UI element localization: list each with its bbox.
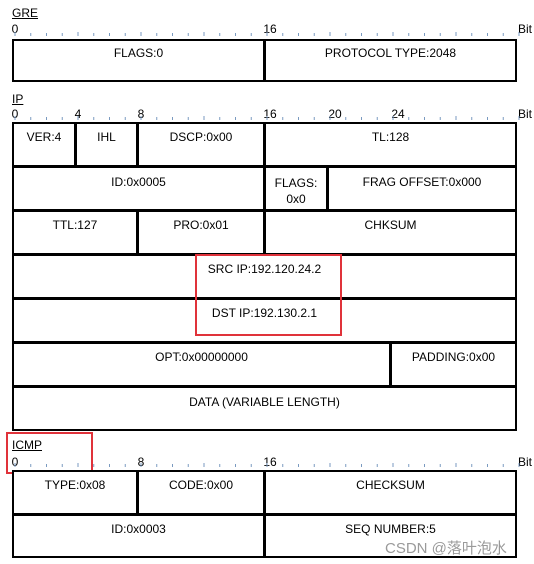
icmp-section-title: ICMP	[12, 438, 42, 452]
ip-field-chksum: CHKSUM	[364, 218, 417, 232]
ip-field-data: DATA (VARIABLE LENGTH)	[189, 395, 340, 409]
ip-field-ihl: IHL	[97, 130, 116, 144]
ip-field-dscp: DSCP:0x00	[169, 130, 233, 144]
ip-row-sep-5	[12, 341, 517, 344]
ip-row-sep-4	[12, 297, 517, 300]
icmp-field-seq-number: SEQ NUMBER:5	[345, 522, 436, 536]
icmp-divider-type-code	[136, 470, 139, 515]
ip-field-pro: PRO:0x01	[173, 218, 229, 232]
ip-divider-pro-chksum	[263, 210, 266, 255]
ip-ruler-label-4: 4	[74, 107, 82, 121]
icmp-field-type: TYPE:0x08	[44, 478, 106, 492]
ip-ruler-label-8: 8	[137, 107, 145, 121]
ip-address-highlight	[195, 254, 342, 336]
ip-divider-dscp-tl	[263, 122, 266, 167]
ip-field-ver: VER:4	[26, 130, 62, 144]
icmp-ruler-unit: Bit	[517, 455, 532, 469]
gre-field-flags: FLAGS:0	[113, 46, 164, 60]
ip-field-src-ip: SRC IP:192.120.24.2	[207, 262, 322, 276]
ip-field-id: ID:0x0005	[111, 175, 166, 189]
ip-section-title: IP	[12, 92, 24, 106]
icmp-field-id: ID:0x0003	[111, 522, 166, 536]
gre-section-title: GRE	[12, 6, 39, 20]
icmp-ruler-label-8: 8	[137, 455, 145, 469]
gre-field-protocol-type: PROTOCOL TYPE:2048	[324, 46, 457, 60]
icmp-divider-code-checksum	[263, 470, 266, 558]
icmp-ruler-label-0: 0	[11, 455, 19, 469]
ip-field-opt: OPT:0x00000000	[155, 350, 248, 364]
ip-row-sep-6	[12, 385, 517, 388]
icmp-field-code: CODE:0x00	[168, 478, 234, 492]
ip-ruler-label-20: 20	[328, 107, 342, 121]
icmp-title-highlight	[6, 432, 93, 474]
ip-divider-ttl-pro	[136, 210, 139, 255]
ip-field-flags-label: FLAGS:	[274, 176, 318, 190]
gre-ruler-label-0: 0	[11, 22, 19, 36]
ip-field-frag-offset: FRAG OFFSET:0x000	[362, 175, 482, 189]
ip-ruler-label-0: 0	[11, 107, 19, 121]
ip-divider-ver-ihl	[74, 122, 77, 167]
ip-field-tl: TL:128	[371, 130, 410, 144]
gre-ruler-unit: Bit	[517, 22, 532, 36]
gre-divider	[263, 39, 266, 82]
ip-divider-opt-padding	[389, 342, 392, 387]
ip-divider-ihl-dscp	[136, 122, 139, 167]
ip-ruler-unit: Bit	[517, 107, 532, 121]
icmp-field-checksum: CHECKSUM	[356, 478, 425, 492]
ip-divider-flags-frag	[326, 166, 329, 211]
ip-field-flags-value: 0x0	[286, 192, 306, 206]
ip-field-flags: FLAGS: 0x0	[266, 175, 326, 207]
ip-field-dst-ip: DST IP:192.130.2.1	[211, 306, 318, 320]
ip-field-ttl: TTL:127	[52, 218, 98, 232]
watermark: CSDN @落叶泡水	[385, 540, 507, 557]
ip-ruler-label-24: 24	[391, 107, 405, 121]
ip-field-padding: PADDING:0x00	[411, 350, 496, 364]
ip-divider-id-flags	[263, 166, 266, 211]
